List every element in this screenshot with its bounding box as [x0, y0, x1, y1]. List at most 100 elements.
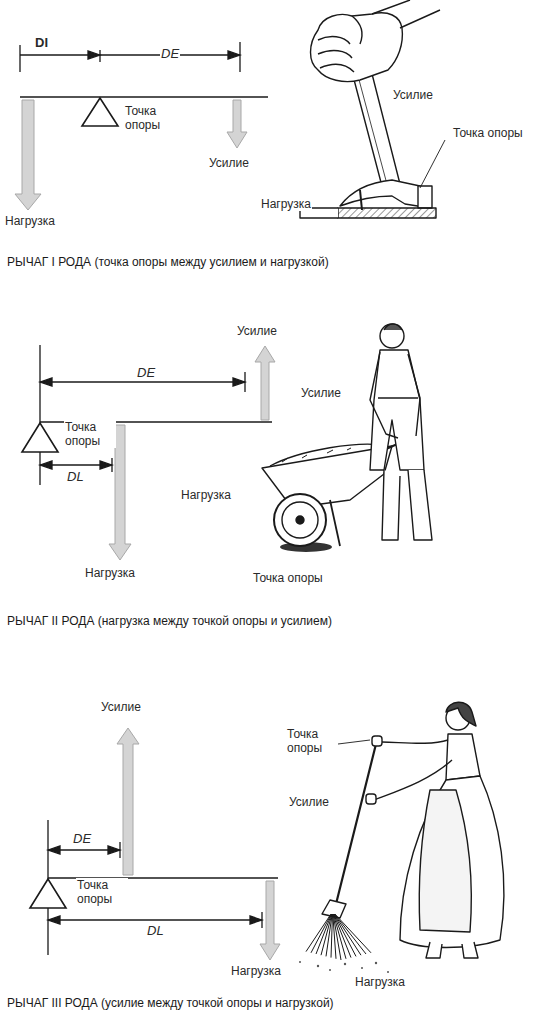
fulcrum-label: Точка опоры	[64, 420, 116, 448]
drawing-path	[446, 702, 476, 726]
load-label: Нагрузка	[354, 975, 406, 989]
drawing-path	[340, 180, 430, 208]
fulcrum-label: Точка опоры	[124, 104, 176, 132]
broom-bristle	[335, 914, 371, 953]
effort-label: Усилие	[300, 386, 342, 400]
drawing-line	[40, 381, 245, 382]
drawing-line	[261, 912, 262, 928]
drawing-g	[299, 961, 389, 973]
load-label: Нагрузка	[260, 197, 312, 211]
drawing-circle	[299, 961, 301, 963]
drawing-line	[330, 500, 340, 546]
drawing-path	[370, 352, 398, 438]
fulcrum-label: Точка опоры	[252, 571, 324, 585]
dimension-label: DI	[34, 36, 49, 50]
drawing-circle	[387, 971, 389, 973]
drawing-path	[408, 354, 420, 436]
drawing-line	[20, 96, 268, 98]
drawing-circle	[344, 963, 346, 965]
drawing-circle	[361, 967, 363, 969]
drawing-circle	[375, 962, 377, 964]
drawing-path	[282, 448, 351, 462]
drawing-path	[400, 776, 504, 948]
drawing-path	[82, 98, 118, 126]
drawing-circle	[282, 502, 318, 538]
drawing-rect	[418, 186, 432, 208]
caption: РЫЧАГ I РОДА (точка опоры между усилием …	[6, 255, 330, 269]
dimension-label: DE	[72, 832, 92, 846]
force-arrow	[255, 346, 275, 420]
load-label: Нагрузка	[230, 964, 282, 978]
fulcrum-label: Точка опоры	[286, 727, 338, 755]
dimension-label: DL	[146, 924, 165, 938]
drawing-circle	[317, 965, 319, 967]
drawing-circle	[296, 516, 304, 524]
broom-bristle	[311, 914, 331, 953]
drawing-path	[378, 397, 418, 398]
drawing-line	[336, 736, 378, 904]
drawing-path	[374, 760, 452, 800]
drawing-line	[39, 345, 40, 485]
drawing-path	[384, 324, 402, 330]
drawing-g	[306, 914, 371, 960]
load-label: Нагрузка	[180, 488, 232, 502]
drawing-path	[48, 846, 120, 854]
drawing-line	[420, 140, 445, 188]
drawing-path	[352, 66, 400, 190]
drawing-circle	[380, 324, 404, 348]
force-arrow	[15, 100, 41, 210]
effort-label: Усилие	[100, 700, 142, 714]
drawing-circle	[329, 969, 331, 971]
effort-label: Усилие	[208, 156, 250, 170]
force-arrow	[117, 728, 139, 875]
effort-label: Усилие	[288, 795, 330, 809]
drawing-path	[419, 790, 471, 932]
drawing-line	[239, 42, 240, 72]
force-arrow	[227, 100, 247, 148]
drawing-rect	[338, 208, 436, 218]
load-label: Нагрузка	[84, 566, 136, 580]
drawing-line	[48, 919, 262, 920]
wheelbarrow-illustration	[262, 324, 432, 552]
drawing-line	[360, 190, 362, 210]
drawing-path	[446, 734, 480, 780]
effort-label: Усилие	[236, 324, 278, 338]
drawing-path	[370, 350, 424, 470]
drawing-path	[48, 916, 262, 924]
broom-bristle	[321, 914, 332, 955]
force-arrow	[260, 881, 280, 960]
hammer-illustration	[300, 0, 445, 218]
broom-bristle	[334, 914, 361, 955]
lever-schemes	[20, 42, 278, 955]
broom-bristle	[331, 914, 333, 958]
drawing-line	[119, 842, 120, 858]
drawing-path	[426, 942, 478, 958]
drawing-path	[40, 461, 112, 469]
drawing-path	[311, 13, 403, 82]
drawing-line	[358, 76, 388, 188]
drawing-path	[352, 16, 362, 44]
drawing-path	[372, 0, 440, 28]
broom-bristle	[334, 914, 356, 956]
dimension-label: DL	[66, 470, 85, 484]
drawing-line	[99, 50, 100, 62]
drawing-line	[244, 372, 245, 392]
drawing-circle	[274, 494, 326, 546]
drawing-rect	[372, 736, 382, 746]
dimension-label: DE	[136, 366, 156, 380]
drawing-path	[318, 37, 354, 72]
effort-label: Усилие	[392, 88, 434, 102]
drawing-line	[111, 458, 112, 472]
drawing-line	[20, 54, 240, 55]
drawing-rect	[366, 794, 376, 804]
drawing-path	[22, 423, 58, 452]
drawing-path	[382, 470, 432, 540]
drawing-line	[19, 45, 20, 72]
drawing-path	[30, 879, 66, 908]
fulcrum-label: Точка опоры	[76, 878, 128, 906]
dimension-label: DE	[160, 47, 180, 61]
caption: РЫЧАГ III РОДА (усилие между точкой опор…	[6, 996, 335, 1010]
caption: РЫЧАГ II РОДА (нагрузка между точкой опо…	[6, 614, 333, 628]
